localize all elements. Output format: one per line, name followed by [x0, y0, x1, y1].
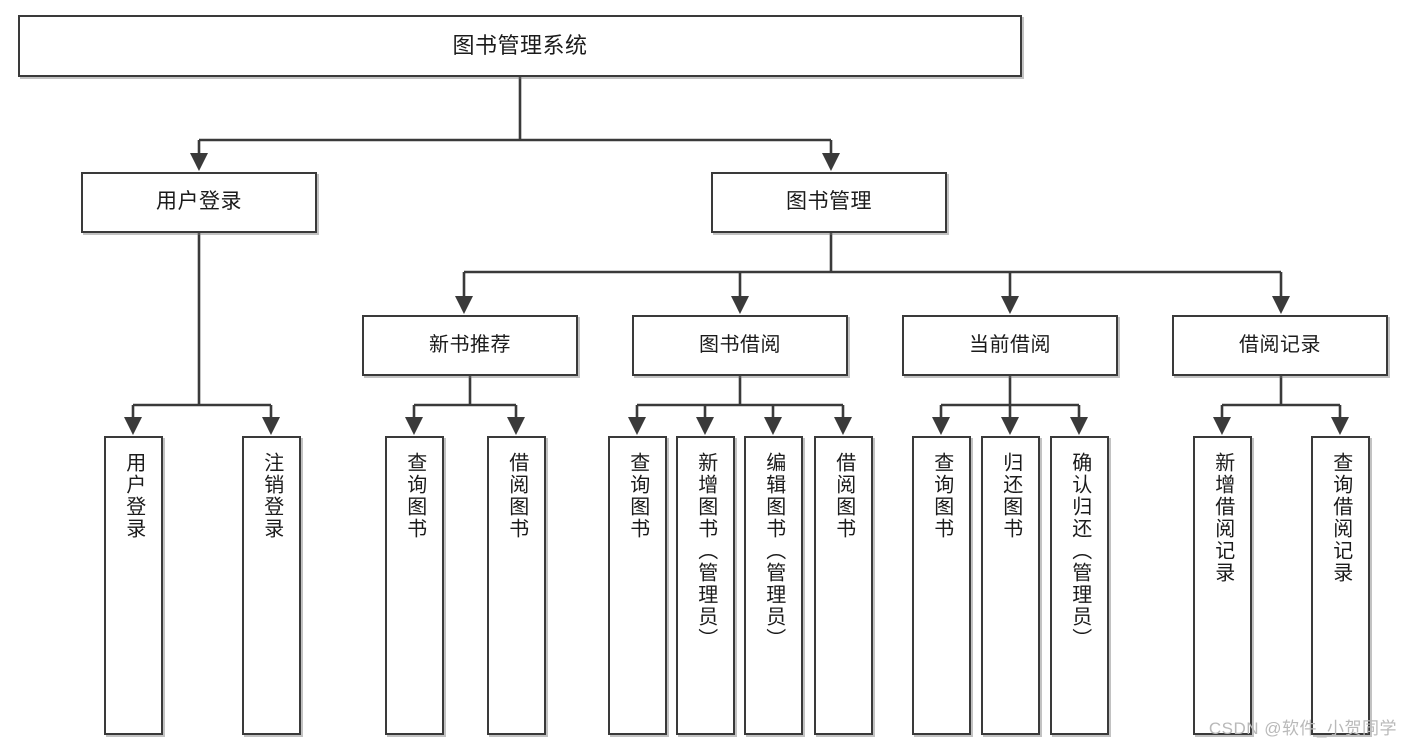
node-book-management-label: 图书管理 [786, 190, 872, 214]
node-leaf-user-login[interactable]: 用户登录 [104, 436, 163, 735]
node-leaf-query-book-borrow[interactable]: 查询图书 [608, 436, 667, 735]
node-leaf-user-logout[interactable]: 注销登录 [242, 436, 301, 735]
node-leaf-add-book-admin[interactable]: 新增图书（管理员） [676, 436, 735, 735]
node-leaf-edit-book-admin[interactable]: 编辑图书（管理员） [744, 436, 803, 735]
node-leaf-add-book-admin-label: 新增图书（管理员） [694, 452, 717, 650]
node-leaf-user-logout-label: 注销登录 [260, 452, 283, 540]
node-current-borrow[interactable]: 当前借阅 [902, 315, 1118, 376]
node-user-login-label: 用户登录 [156, 190, 242, 214]
node-borrow-record-label: 借阅记录 [1239, 334, 1321, 356]
node-book-borrow[interactable]: 图书借阅 [632, 315, 848, 376]
node-book-management[interactable]: 图书管理 [711, 172, 947, 233]
node-leaf-confirm-return-admin[interactable]: 确认归还（管理员） [1050, 436, 1109, 735]
node-current-borrow-label: 当前借阅 [969, 334, 1051, 356]
node-leaf-edit-book-admin-label: 编辑图书（管理员） [762, 452, 785, 650]
node-leaf-return-book[interactable]: 归还图书 [981, 436, 1040, 735]
node-user-login[interactable]: 用户登录 [81, 172, 317, 233]
node-leaf-add-borrow-record[interactable]: 新增借阅记录 [1193, 436, 1252, 735]
node-leaf-borrow-book-rec-label: 借阅图书 [505, 452, 528, 540]
node-leaf-return-book-label: 归还图书 [999, 452, 1022, 540]
node-root[interactable]: 图书管理系统 [18, 15, 1022, 77]
node-leaf-query-book-current-label: 查询图书 [930, 452, 953, 540]
node-leaf-user-login-label: 用户登录 [122, 452, 145, 540]
node-leaf-query-borrow-record-label: 查询借阅记录 [1329, 452, 1352, 584]
node-leaf-query-book-current[interactable]: 查询图书 [912, 436, 971, 735]
node-leaf-query-book-borrow-label: 查询图书 [626, 452, 649, 540]
node-leaf-query-book-rec[interactable]: 查询图书 [385, 436, 444, 735]
node-leaf-query-borrow-record[interactable]: 查询借阅记录 [1311, 436, 1370, 735]
node-book-borrow-label: 图书借阅 [699, 334, 781, 356]
node-leaf-borrow-book-label: 借阅图书 [832, 452, 855, 540]
node-new-book-recommend[interactable]: 新书推荐 [362, 315, 578, 376]
node-leaf-query-book-rec-label: 查询图书 [403, 452, 426, 540]
node-leaf-confirm-return-admin-label: 确认归还（管理员） [1068, 452, 1091, 650]
node-new-book-recommend-label: 新书推荐 [429, 334, 511, 356]
csdn-watermark: CSDN @软件_小贺同学 [1208, 719, 1397, 738]
node-root-label: 图书管理系统 [452, 33, 588, 59]
node-leaf-add-borrow-record-label: 新增借阅记录 [1211, 452, 1234, 584]
node-borrow-record[interactable]: 借阅记录 [1172, 315, 1388, 376]
node-leaf-borrow-book[interactable]: 借阅图书 [814, 436, 873, 735]
node-leaf-borrow-book-rec[interactable]: 借阅图书 [487, 436, 546, 735]
